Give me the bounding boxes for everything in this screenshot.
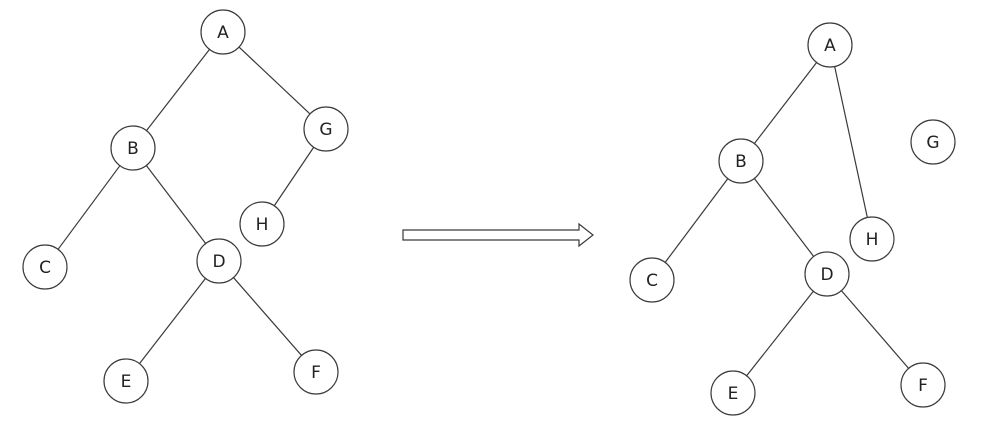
after-node-B: B [718, 138, 764, 184]
before-edge-B-C [57, 165, 121, 250]
node-label: B [127, 139, 139, 159]
node-circle [103, 358, 149, 404]
node-label: C [646, 271, 658, 291]
node-circle [807, 22, 853, 68]
after-node-D: D [804, 251, 850, 297]
hollow-right-arrow-icon [402, 222, 594, 248]
after-node-A: A [807, 22, 853, 68]
before-tree-nodes: A B G C D H E F [22, 9, 349, 404]
node-label: E [728, 384, 739, 404]
node-circle [196, 238, 242, 284]
after-edge-A-H [834, 66, 868, 218]
node-circle [804, 251, 850, 297]
node-label: D [820, 265, 833, 285]
before-edge-B-D [145, 165, 207, 244]
after-node-C: C [629, 257, 675, 303]
arrow-shape [402, 222, 594, 248]
node-circle [849, 216, 895, 262]
after-tree-nodes: A B G H C D E F [629, 22, 956, 416]
before-node-D: D [196, 238, 242, 284]
node-circle [710, 370, 756, 416]
node-circle [200, 9, 246, 55]
before-edge-A-B [146, 49, 210, 131]
node-circle [900, 362, 946, 408]
after-edge-A-B [753, 62, 818, 144]
node-label: E [121, 372, 132, 392]
node-circle [303, 106, 349, 152]
before-node-A: A [200, 9, 246, 55]
node-label: G [319, 120, 332, 140]
node-label: G [926, 133, 939, 153]
after-tree: A B G H C D E F [629, 22, 956, 416]
after-node-G: G [910, 119, 956, 165]
before-node-F: F [293, 349, 339, 395]
node-label: B [735, 152, 747, 172]
before-edge-A-G [238, 46, 311, 115]
after-edge-D-F [840, 290, 910, 369]
before-node-B: B [110, 125, 156, 171]
after-edge-B-D [753, 178, 815, 257]
after-node-H: H [849, 216, 895, 262]
node-label: H [256, 215, 269, 235]
before-node-C: C [22, 244, 68, 290]
node-circle [718, 138, 764, 184]
node-label: C [39, 258, 51, 278]
after-edge-D-E [746, 290, 814, 377]
before-node-H: H [239, 201, 285, 247]
after-tree-edges [664, 62, 910, 377]
after-node-F: F [900, 362, 946, 408]
node-label: H [866, 230, 879, 250]
node-label: F [311, 363, 321, 383]
node-circle [22, 244, 68, 290]
node-circle [629, 257, 675, 303]
node-circle [910, 119, 956, 165]
before-tree: A B G C D H E F [22, 9, 349, 404]
before-edge-D-F [233, 277, 302, 356]
after-node-E: E [710, 370, 756, 416]
before-edge-G-H [273, 146, 315, 207]
node-circle [239, 201, 285, 247]
before-node-E: E [103, 358, 149, 404]
node-label: F [918, 376, 928, 396]
node-label: A [217, 23, 229, 43]
before-node-G: G [303, 106, 349, 152]
before-edge-D-E [139, 278, 206, 364]
node-circle [293, 349, 339, 395]
after-edge-B-C [664, 178, 729, 263]
node-circle [110, 125, 156, 171]
before-tree-edges [57, 46, 315, 364]
node-label: D [212, 252, 225, 272]
node-label: A [824, 36, 836, 56]
